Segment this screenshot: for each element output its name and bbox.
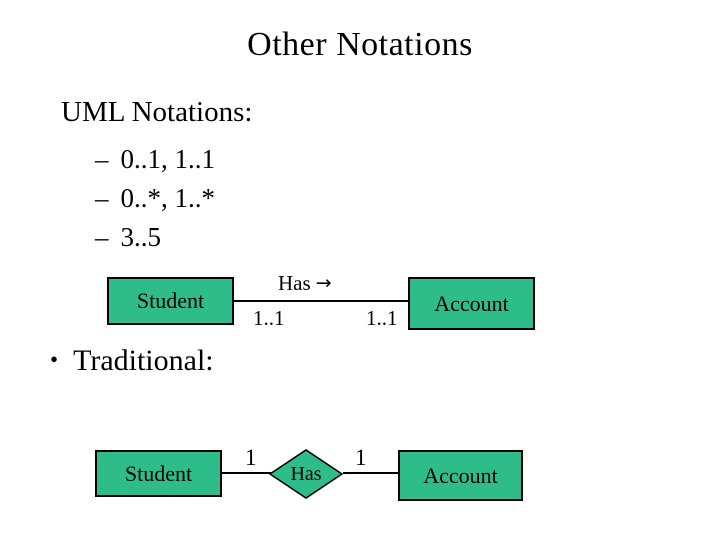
uml-notation-list: –0..1, 1..1 –0..*, 1..* –3..5 [95,140,215,257]
list-item-text: 0..1, 1..1 [120,144,216,174]
diamond-polygon [269,449,343,499]
entity-label: Student [124,460,193,486]
right-arrow-icon: → [315,272,332,294]
entity-label: Account [423,462,498,488]
dash-marker: – [95,183,109,213]
entity-label: Student [136,288,205,313]
er-entity-student: Student [95,450,222,497]
uml-cardinality-right: 1..1 [366,306,398,330]
uml-entity-account: Account [408,277,535,330]
list-item-text: 0..*, 1..* [120,183,216,213]
uml-cardinality-left: 1..1 [253,306,285,330]
uml-association-line [234,300,408,302]
diamond-shape [269,449,343,499]
uml-section-heading: UML Notations: [61,96,253,128]
er-relationship-label: Has [290,462,322,485]
uml-entity-student: Student [107,277,234,325]
er-line-left [222,472,271,474]
list-item: –0..1, 1..1 [95,140,215,179]
er-line-right [343,472,398,474]
bullet-icon: • [50,347,59,372]
relationship-name: Has [278,271,311,295]
dash-marker: – [95,144,109,174]
list-item: –3..5 [95,218,215,257]
er-cardinality-right: 1 [355,445,367,470]
dash-marker: – [95,222,109,252]
er-entity-account: Account [398,450,523,501]
list-item: –0..*, 1..* [95,179,215,218]
uml-relationship-label: Has → [278,271,332,296]
list-item-text: 3..5 [120,222,162,252]
traditional-heading-text: Traditional: [73,344,214,377]
entity-label: Account [434,290,509,316]
er-cardinality-left: 1 [245,445,257,470]
slide-title: Other Notations [247,26,473,63]
traditional-section-heading: • Traditional: [50,344,214,378]
er-relationship-diamond: Has [269,449,343,499]
